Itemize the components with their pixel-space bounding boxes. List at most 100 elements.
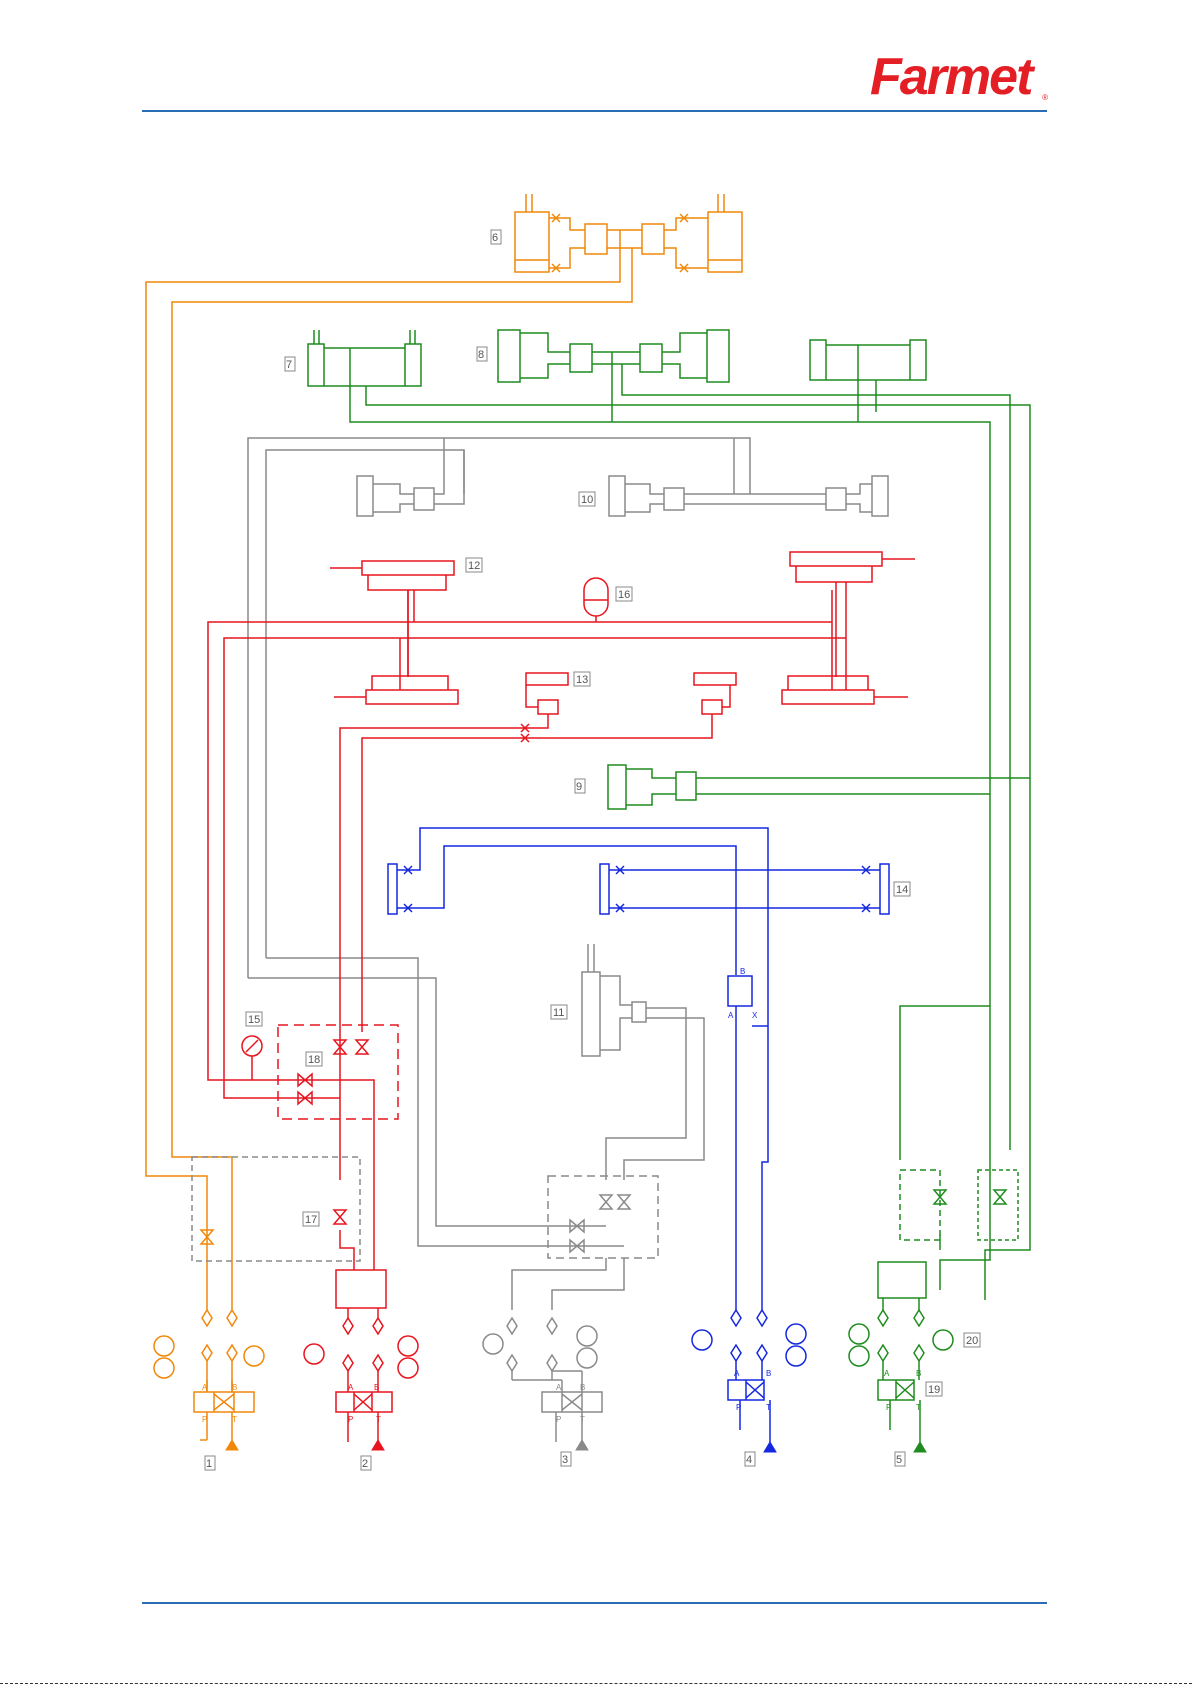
svg-text:19: 19 <box>928 1384 940 1396</box>
label-13: 13 <box>574 672 590 686</box>
cylinder-12-bottom-left <box>366 690 458 704</box>
lock-valve-8-left <box>570 344 592 372</box>
label-6: 6 <box>491 230 501 244</box>
directional-valve-2 <box>336 1392 392 1442</box>
cylinder-12-top-right <box>790 552 882 566</box>
lock-valve-6-left <box>585 224 607 254</box>
label-16: 16 <box>616 587 632 601</box>
cylinder-14-right <box>880 864 889 914</box>
green-circuit <box>308 330 1030 1445</box>
cylinder-10-left <box>357 476 373 516</box>
svg-text:P: P <box>736 1403 741 1412</box>
label-8: 8 <box>477 347 487 361</box>
svg-text:P: P <box>202 1415 207 1424</box>
svg-text:T: T <box>232 1415 237 1424</box>
valve-block-17 <box>192 1157 360 1261</box>
svg-text:10: 10 <box>581 494 593 506</box>
svg-text:12: 12 <box>468 560 480 572</box>
label-18: 18 <box>306 1052 322 1066</box>
svg-text:T: T <box>580 1415 585 1424</box>
svg-text:13: 13 <box>576 674 588 686</box>
cylinder-6-left <box>515 194 549 272</box>
cylinder-10-right <box>609 476 625 516</box>
svg-text:A: A <box>728 1011 734 1020</box>
component-labels: 1 2 3 4 5 6 7 8 9 10 11 12 13 14 15 16 1… <box>205 230 980 1470</box>
label-2: 2 <box>361 1456 371 1470</box>
svg-text:9: 9 <box>576 781 582 793</box>
svg-text:11: 11 <box>553 1007 564 1019</box>
svg-text:18: 18 <box>308 1054 320 1066</box>
lock-valve-9 <box>676 772 696 800</box>
svg-text:P: P <box>348 1415 353 1424</box>
svg-text:X: X <box>752 1011 758 1020</box>
svg-text:B: B <box>580 1383 585 1392</box>
label-5: 5 <box>895 1452 905 1466</box>
svg-text:5: 5 <box>896 1454 902 1466</box>
lock-valve-6-right <box>642 224 664 254</box>
label-7: 7 <box>285 357 295 371</box>
svg-text:P: P <box>556 1415 561 1424</box>
svg-text:T: T <box>376 1415 381 1424</box>
label-3: 3 <box>561 1452 571 1466</box>
cylinder-8-left <box>498 330 520 382</box>
svg-text:T: T <box>916 1403 921 1412</box>
label-19: 19 <box>926 1382 942 1396</box>
blue-circuit <box>388 828 889 1445</box>
cylinder-12-bottom-right <box>782 690 874 704</box>
cylinder-9 <box>608 765 626 809</box>
cylinder-13-right <box>694 673 736 685</box>
valve-block-2 <box>336 1270 386 1308</box>
svg-text:20: 20 <box>966 1335 978 1347</box>
cylinder-7-left <box>308 344 324 386</box>
cylinder-11 <box>582 972 600 1056</box>
port-labels: A B P T A B P T A B P T A B P T B A X A … <box>202 967 921 1424</box>
svg-text:6: 6 <box>492 232 498 244</box>
label-11: 11 <box>551 1005 567 1019</box>
svg-text:A: A <box>884 1369 890 1378</box>
page-edge <box>0 1683 1192 1684</box>
orange-circuit <box>146 194 742 1440</box>
svg-text:4: 4 <box>746 1454 752 1466</box>
footer-rule <box>142 1602 1047 1604</box>
cylinder-14-center <box>600 864 609 914</box>
label-20: 20 <box>964 1333 980 1347</box>
svg-text:17: 17 <box>305 1214 317 1226</box>
svg-text:A: A <box>556 1383 562 1392</box>
svg-text:3: 3 <box>562 1454 568 1466</box>
tank-symbols <box>226 1440 926 1452</box>
svg-text:P: P <box>886 1403 891 1412</box>
directional-valve-3 <box>542 1371 602 1442</box>
directional-valve-4 <box>728 1380 770 1445</box>
cylinder-14-left <box>388 864 397 914</box>
svg-text:T: T <box>766 1403 771 1412</box>
svg-text:B: B <box>916 1369 921 1378</box>
label-17: 17 <box>303 1212 319 1226</box>
cylinder-13-left <box>526 673 568 685</box>
label-1: 1 <box>205 1456 215 1470</box>
red-circuit <box>208 552 915 1442</box>
svg-text:8: 8 <box>478 349 484 361</box>
cylinder-6-right <box>708 194 742 272</box>
label-10: 10 <box>579 492 595 506</box>
valve-block-18 <box>278 1025 398 1119</box>
label-12: 12 <box>466 558 482 572</box>
svg-text:2: 2 <box>362 1458 368 1470</box>
svg-text:B: B <box>232 1383 237 1392</box>
cylinder-12-top-left <box>362 561 454 575</box>
svg-text:A: A <box>202 1383 208 1392</box>
lock-valve-8-right <box>640 344 662 372</box>
label-14: 14 <box>894 882 910 896</box>
svg-text:B: B <box>740 967 745 976</box>
svg-text:A: A <box>734 1369 740 1378</box>
cylinder-7-right <box>405 344 421 386</box>
svg-text:15: 15 <box>248 1014 260 1026</box>
svg-text:14: 14 <box>896 884 908 896</box>
label-9: 9 <box>575 779 585 793</box>
svg-text:16: 16 <box>618 589 630 601</box>
gray-circuit <box>192 438 888 1442</box>
label-4: 4 <box>745 1452 755 1466</box>
svg-text:1: 1 <box>206 1458 212 1470</box>
label-15: 15 <box>246 1012 262 1026</box>
cylinder-8-right <box>707 330 729 382</box>
